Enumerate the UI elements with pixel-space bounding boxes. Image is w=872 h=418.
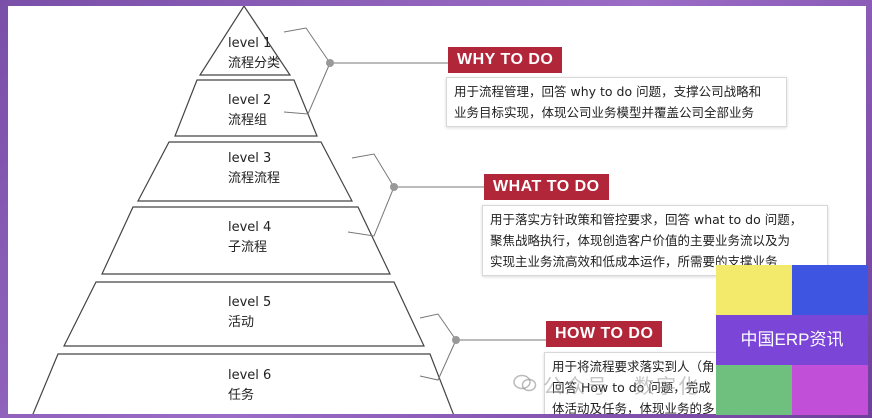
wechat-icon	[513, 374, 537, 392]
level-2-label: level 2 流程组	[228, 91, 348, 131]
desc-why-to-do: 用于流程管理，回答 why to do 问题，支撑公司战略和 业务目标实现，体现…	[446, 77, 787, 127]
watermark-text: 公众号 · 数字化	[543, 374, 701, 398]
level-6-number: level 6	[228, 368, 272, 383]
level-3-number: level 3	[228, 151, 272, 166]
level-4-label: level 4 子流程	[228, 218, 348, 258]
level-6-name: 任务	[228, 388, 255, 403]
brand-logo: 中国ERP资讯	[716, 265, 868, 415]
connector-dot-why	[326, 59, 334, 67]
level-3-name: 流程流程	[228, 171, 281, 186]
desc-why-line: 用于流程管理，回答 why to do 问题，支撑公司战略和	[454, 84, 762, 99]
pyramid-tier-1	[198, 6, 292, 76]
pyramid-tier-3	[137, 141, 353, 202]
desc-what-line: 实现主业务流高效和低成本运作，所需要的支撑业务	[490, 254, 778, 269]
tag-what-to-do: WHAT TO DO	[484, 174, 609, 200]
pyramid-diagram	[32, 6, 546, 414]
pyramid-tier-6	[32, 353, 454, 414]
level-6-label: level 6 任务	[228, 366, 348, 406]
tag-how-to-do: HOW TO DO	[546, 321, 663, 347]
desc-how-line: 用于将流程要求落实到人（角	[552, 359, 715, 374]
pyramid-tier-5	[63, 281, 425, 347]
pyramid-tier-2	[174, 79, 318, 137]
desc-what-line: 聚焦战略执行，体现创造客户价值的主要业务流以及为	[490, 233, 791, 248]
desc-what-to-do: 用于落实方针政策和管控要求，回答 what to do 问题， 聚焦战略执行，体…	[482, 205, 828, 276]
level-5-number: level 5	[228, 295, 272, 310]
desc-why-line: 业务目标实现，体现公司业务模型并覆盖公司全部业务	[454, 105, 755, 120]
desc-how-line: 回答 How to do 问题，完成	[552, 380, 711, 395]
tag-why-to-do: WHY TO DO	[448, 47, 563, 73]
level-1-number: level 1	[228, 36, 272, 51]
level-1-name: 流程分类	[228, 56, 281, 71]
logo-tile-yellow	[716, 265, 792, 315]
level-1-label: level 1 流程分类	[228, 34, 348, 74]
level-2-number: level 2	[228, 93, 272, 108]
level-4-name: 子流程	[228, 240, 268, 255]
level-5-name: 活动	[228, 315, 255, 330]
desc-what-line: 用于落实方针政策和管控要求，回答 what to do 问题，	[490, 212, 803, 227]
desc-how-line: 体活动及任务，体现业务的多	[552, 401, 715, 414]
diagram-canvas: level 1 流程分类 level 2 流程组 level 3 流程流程 le…	[8, 6, 866, 414]
logo-tile-green	[716, 365, 792, 415]
level-3-label: level 3 流程流程	[228, 149, 348, 189]
logo-text: 中国ERP资讯	[716, 315, 868, 365]
connector-dot-how	[452, 336, 460, 344]
level-2-name: 流程组	[228, 113, 268, 128]
level-4-number: level 4	[228, 220, 272, 235]
level-5-label: level 5 活动	[228, 293, 348, 333]
pyramid-tier-4	[101, 206, 391, 275]
logo-tile-magenta	[792, 365, 868, 415]
connector-dot-what	[390, 183, 398, 191]
logo-tile-blue	[792, 265, 868, 315]
